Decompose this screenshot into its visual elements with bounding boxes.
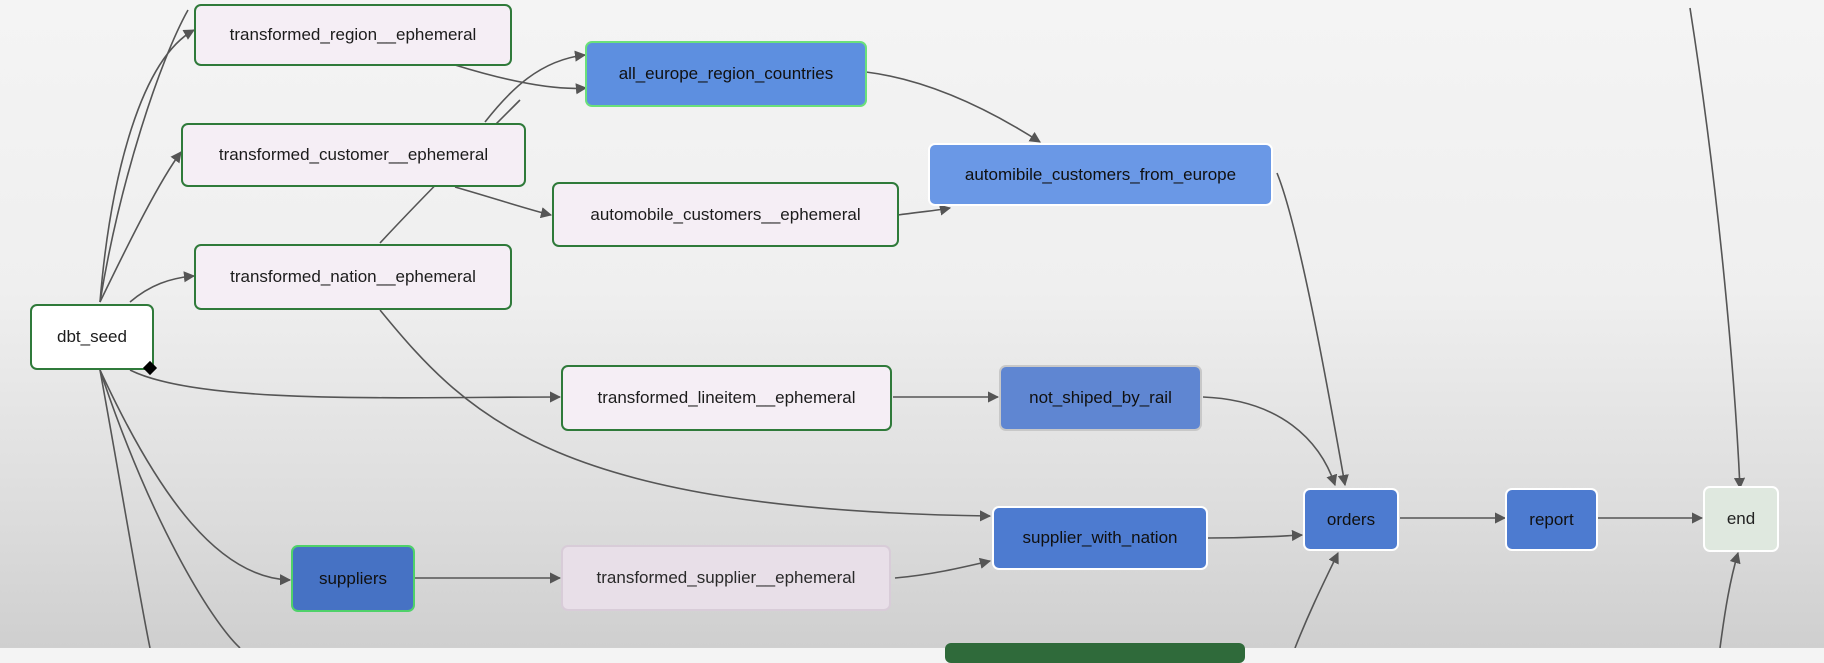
edge-swn-orders [1207,529,1304,542]
edge-customer-all-europe [484,50,587,123]
dag-edges [99,7,1746,648]
node-transformed-lineitem-ephemeral[interactable]: transformed_lineitem__ephemeral [561,365,892,431]
node-end[interactable]: end [1703,486,1779,552]
node-transformed-region-ephemeral[interactable]: transformed_region__ephemeral [194,4,512,66]
node-report[interactable]: report [1505,488,1598,551]
edge-not-shiped-orders [1202,396,1338,487]
edge-seed-offscreen-bottom-2 [99,369,241,648]
edge-offscreen-end-top [1689,7,1746,490]
edge-customer-automobile [454,186,553,219]
edge-transformed-supplier-swn [894,557,992,579]
edge-from-europe-orders [1276,172,1349,487]
node-automibile-customers-from-europe[interactable]: automibile_customers_from_europe [928,143,1273,206]
node-transformed-supplier-ephemeral[interactable]: transformed_supplier__ephemeral [561,545,891,611]
node-offscreen-bottom[interactable] [945,643,1245,663]
edge-automobile-from-europe [897,204,952,216]
edge-region-all-europe [454,64,588,95]
node-transformed-nation-ephemeral[interactable]: transformed_nation__ephemeral [194,244,512,310]
edge-seed-offscreen-bottom-1 [99,369,151,648]
edge-seed-offscreen-top [99,9,189,303]
edge-seed-suppliers [99,369,292,586]
edge-seed-customer [99,151,182,303]
node-transformed-customer-ephemeral[interactable]: transformed_customer__ephemeral [181,123,526,187]
edge-offscreen-end-bottom [1719,551,1741,648]
edge-seed-nation [129,271,196,303]
node-supplier-with-nation[interactable]: supplier_with_nation [992,506,1208,570]
node-all-europe-region-countries[interactable]: all_europe_region_countries [585,41,867,107]
edge-all-europe-from-europe [865,71,1041,143]
node-dbt-seed[interactable]: dbt_seed [30,304,154,370]
edge-seed-region [99,29,195,303]
node-suppliers[interactable]: suppliers [291,545,415,612]
edge-seed-lineitem [129,369,562,403]
edge-nation-supplier-with-nation [379,309,992,522]
node-orders[interactable]: orders [1303,488,1399,551]
node-not-shiped-by-rail[interactable]: not_shiped_by_rail [999,365,1202,431]
node-automobile-customers-ephemeral[interactable]: automobile_customers__ephemeral [552,182,899,247]
edge-offscreen-orders-bottom [1294,551,1339,648]
